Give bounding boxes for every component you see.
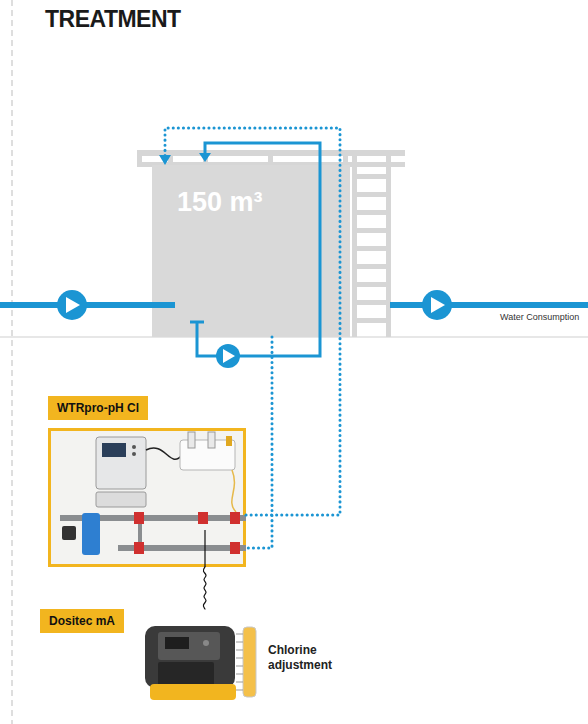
filter-housing xyxy=(82,513,100,555)
chlorine-label: Chlorine adjustment xyxy=(268,643,343,673)
dosing-pump-device xyxy=(145,626,236,700)
loop-arrowhead xyxy=(199,153,211,162)
ladder-rung xyxy=(352,300,391,305)
pump-heading: Dositec mA xyxy=(40,609,124,633)
pump-face xyxy=(158,632,220,660)
tube-mark xyxy=(236,682,243,683)
sensor-tag xyxy=(226,436,232,446)
controller-box xyxy=(96,437,146,489)
sensor-cable xyxy=(146,448,182,459)
tube-mark xyxy=(236,666,243,667)
tube-body xyxy=(243,627,256,697)
recirculation-pump xyxy=(216,344,240,368)
ladder-rail xyxy=(386,150,391,337)
sensor-probe xyxy=(188,432,195,448)
tube-mark xyxy=(236,650,243,651)
valve xyxy=(198,512,208,524)
pump-symbol xyxy=(66,297,80,313)
control-panel: WTRpro-pH Cl xyxy=(48,428,246,567)
ladder-rail xyxy=(352,150,357,337)
inlet-pipe xyxy=(0,302,175,308)
pump-body xyxy=(145,626,235,688)
tube-mark xyxy=(236,642,243,643)
tank-volume: 150 m³ xyxy=(177,187,263,218)
ladder-rung xyxy=(352,174,391,179)
pump-symbol xyxy=(223,349,235,363)
controller-button xyxy=(132,452,136,456)
pump-display xyxy=(165,637,189,649)
sample-line xyxy=(246,337,272,548)
sample-pipe xyxy=(60,515,246,521)
tube-mark xyxy=(236,658,243,659)
ladder-rung xyxy=(352,282,391,287)
pump-symbol xyxy=(431,297,445,313)
railing-post xyxy=(137,150,142,167)
panel-board xyxy=(50,430,244,565)
diagram-title: TREATMENT xyxy=(45,6,181,33)
ladder-rung xyxy=(352,228,391,233)
railing-bar xyxy=(137,150,405,156)
tube-mark xyxy=(236,634,243,635)
storage-tank: 150 m³ xyxy=(152,165,350,337)
outlet-pump xyxy=(422,290,452,320)
valve xyxy=(230,542,240,554)
controller-screen xyxy=(102,443,126,457)
ladder-rung xyxy=(352,210,391,215)
valve xyxy=(134,512,144,524)
sample-pipe xyxy=(118,545,246,551)
ladder-rung xyxy=(352,246,391,251)
inlet-pump xyxy=(57,290,87,320)
sensor-block xyxy=(180,440,235,470)
controller-button xyxy=(132,445,136,449)
flow-meter xyxy=(62,526,76,540)
chemical-tube xyxy=(236,627,256,697)
signal-cable xyxy=(204,530,205,567)
consumption-label: Water Consumption xyxy=(500,312,579,322)
valve xyxy=(230,512,240,524)
ladder-rung xyxy=(352,318,391,323)
pump-knob xyxy=(203,640,209,646)
pump-head xyxy=(158,662,214,686)
dosing-pump: Dositec mA xyxy=(40,609,236,702)
panel-equipment xyxy=(60,432,246,567)
ladder-rung xyxy=(352,192,391,197)
sample-pipe xyxy=(138,518,142,548)
pump-base xyxy=(150,684,236,700)
tank-ladder xyxy=(352,150,391,337)
sample-tube xyxy=(232,470,236,512)
tube-mark xyxy=(236,690,243,691)
valve xyxy=(134,542,144,554)
panel-heading: WTRpro-pH Cl xyxy=(48,396,148,420)
ladder-rung xyxy=(352,264,391,269)
sensor-probe xyxy=(208,432,215,448)
outlet-pipe xyxy=(390,302,588,308)
relay-box xyxy=(96,492,146,507)
tube-mark xyxy=(236,674,243,675)
signal-cable xyxy=(203,567,206,609)
boundary-line xyxy=(12,0,13,724)
